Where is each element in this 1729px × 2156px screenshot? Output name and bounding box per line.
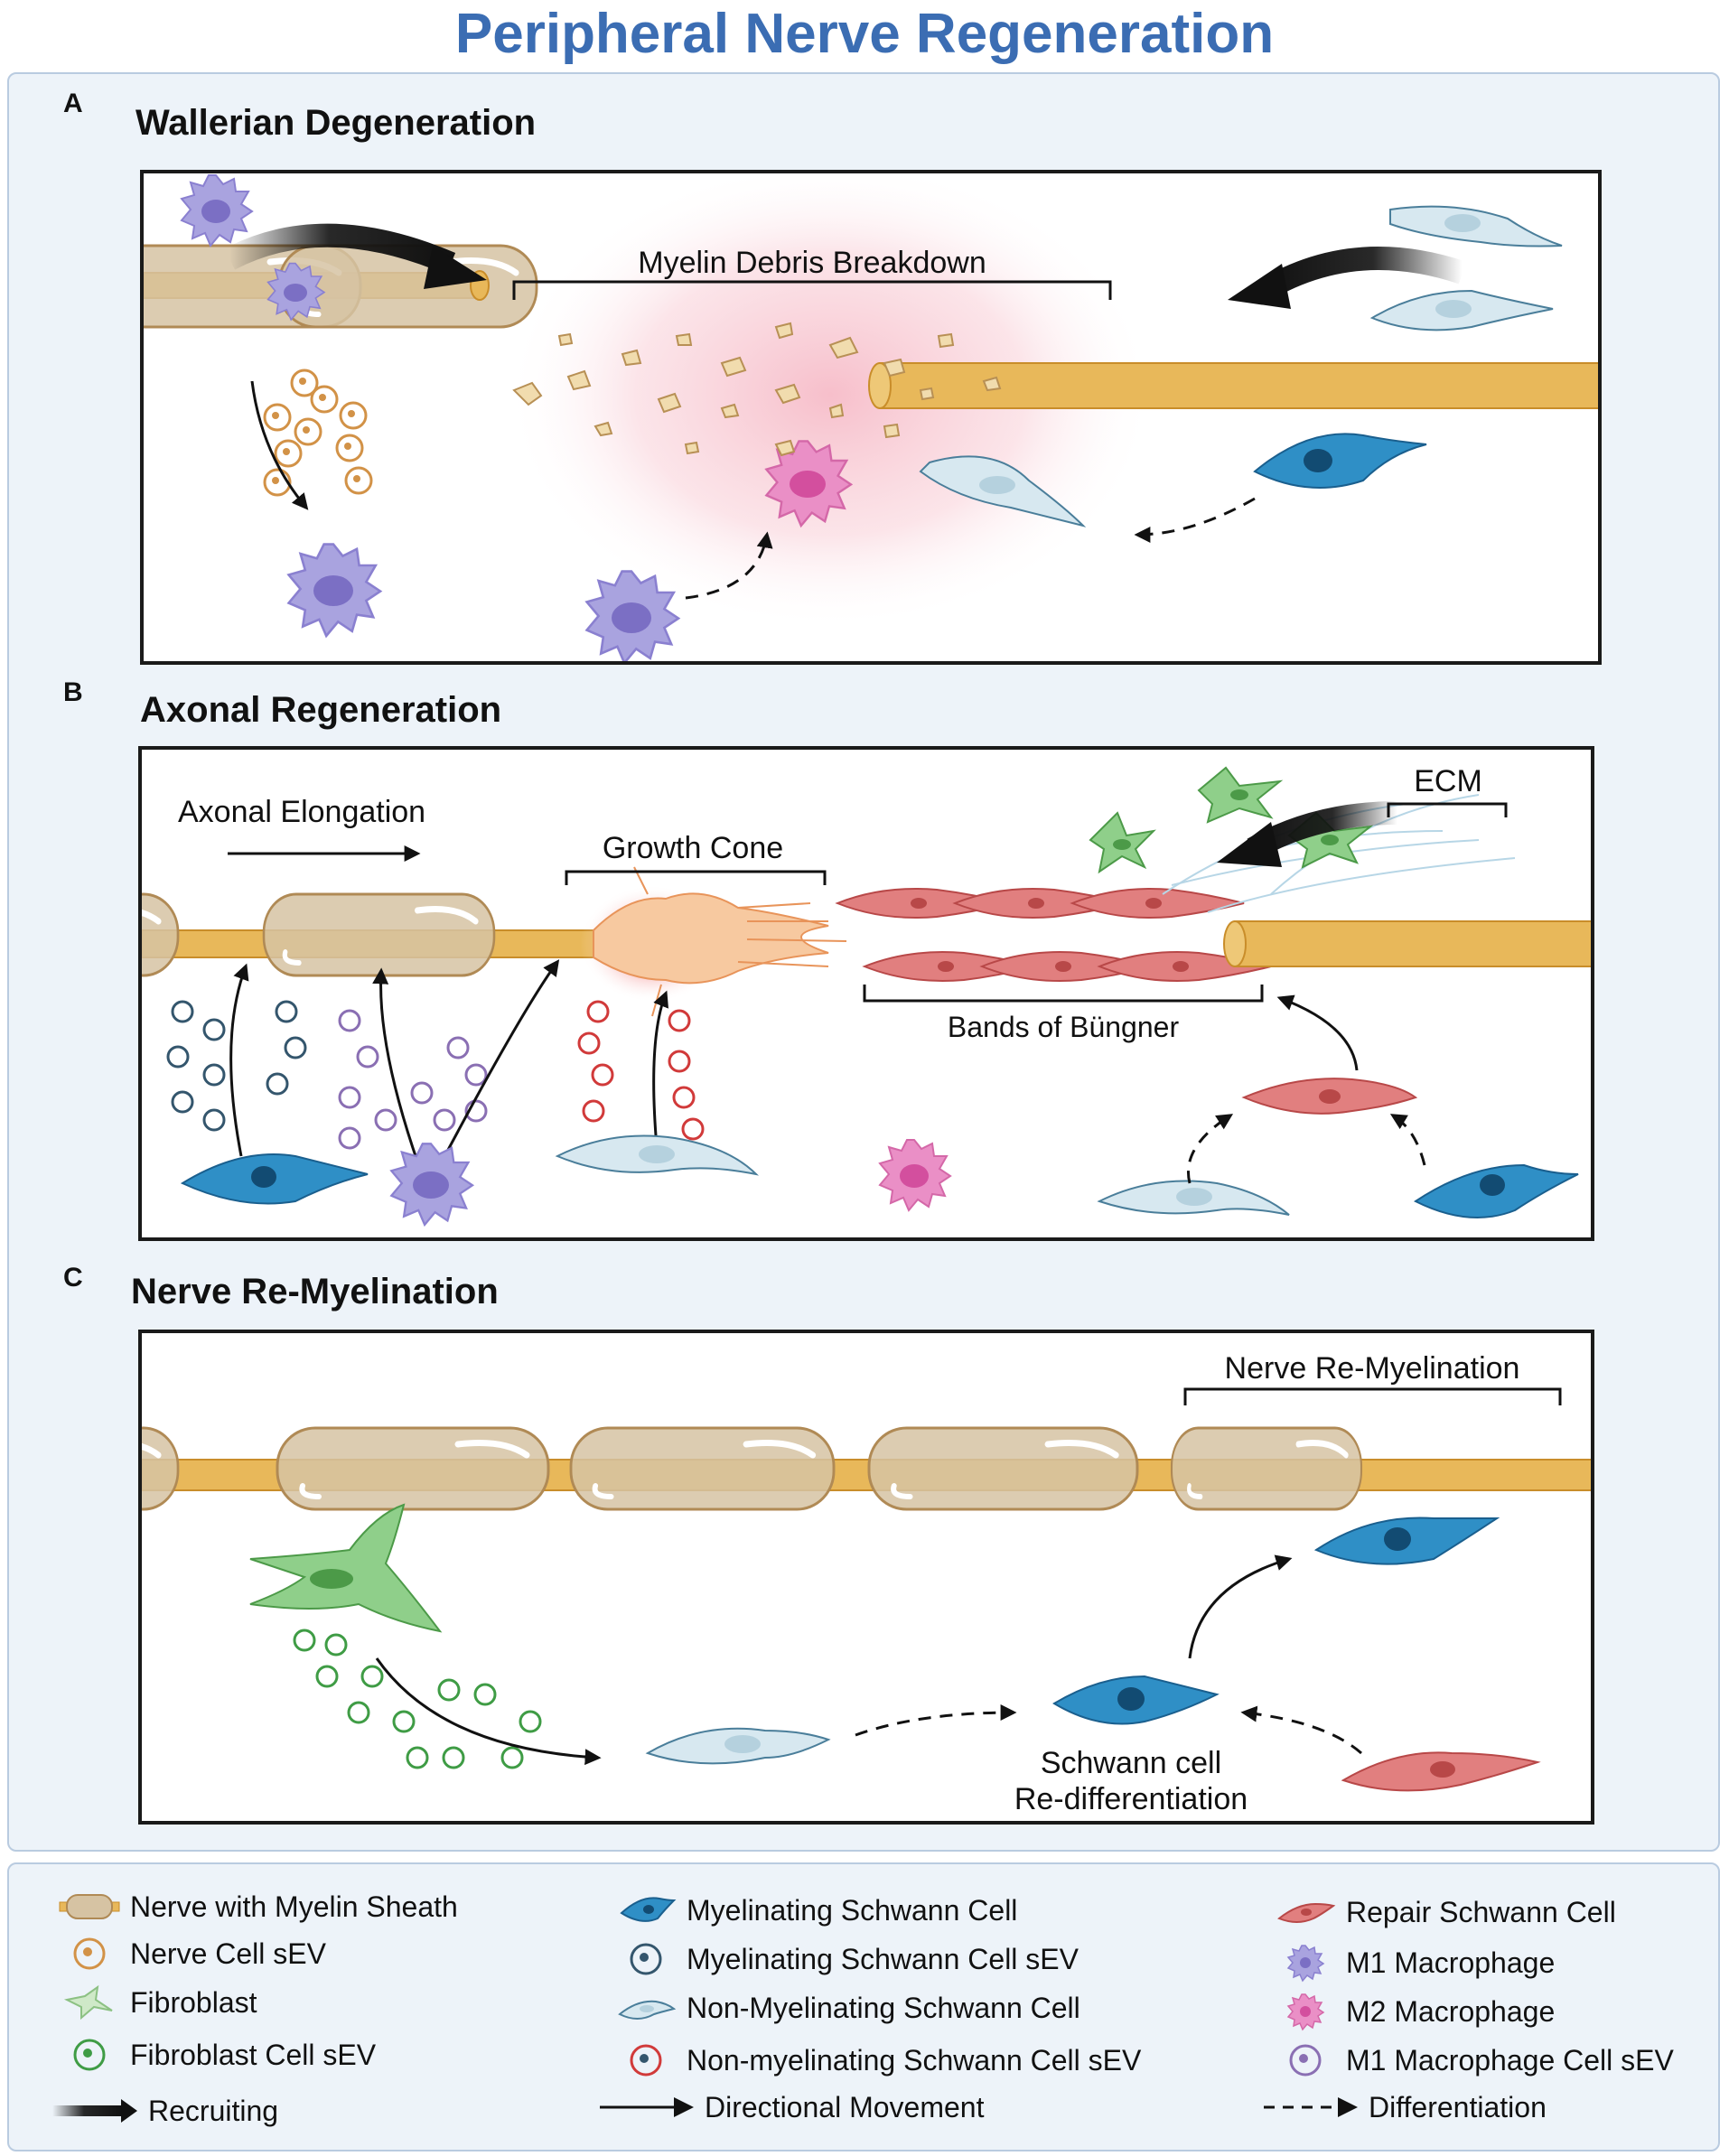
section-b-letter: B <box>63 677 83 707</box>
section-c-letter: C <box>63 1263 83 1293</box>
legend-item-m2-macrophage: M2 Macrophage <box>1274 1991 1555 2032</box>
recruiting-arrow-icon <box>52 2099 137 2123</box>
legend-item-myelinating-schwann: Myelinating Schwann Cell <box>614 1890 1017 1931</box>
figure-title: Peripheral Nerve Regeneration <box>454 3 1275 65</box>
m1-sev-icon <box>1289 2044 1322 2077</box>
axonal-regeneration-diagram: Growth Cone Axonal Elongation Bands of B… <box>142 764 1597 1227</box>
myelin-debris-label: Myelin Debris Breakdown <box>638 246 986 280</box>
legend-item-fibroblast: Fibroblast <box>58 1982 257 2023</box>
legend-item-nerve-myelin: Nerve with Myelin Sheath <box>58 1886 458 1927</box>
panel-c: Nerve Re-Myelination Schwann cell Re-dif… <box>138 1330 1597 1825</box>
legend-item-m1-macrophage: M1 Macrophage <box>1274 1942 1555 1983</box>
nerve-sev-icon <box>73 1937 106 1970</box>
legend-item-m1-sev: M1 Macrophage Cell sEV <box>1274 2039 1674 2081</box>
m2-macrophage-icon <box>1287 1993 1324 2030</box>
non-myelinating-schwann-icon <box>618 2000 677 2020</box>
legend-item-differentiation: Differentiation <box>1260 2086 1547 2128</box>
remyelination-label: Nerve Re-Myelination <box>1225 1351 1520 1386</box>
myelinating-schwann-sev-icon <box>630 1943 662 1975</box>
differentiation-arrow-icon <box>1264 2097 1358 2117</box>
section-b-title: Axonal Regeneration <box>140 690 502 730</box>
repair-schwann-icon <box>1277 1902 1336 1923</box>
section-c-title: Nerve Re-Myelination <box>131 1272 499 1311</box>
directional-arrow-icon <box>600 2097 694 2117</box>
growth-cone-label: Growth Cone <box>603 831 783 865</box>
legend-item-nerve-sev: Nerve Cell sEV <box>58 1933 326 1974</box>
panel-a: Myelin Debris Breakdown <box>140 160 1603 665</box>
axonal-elongation-label: Axonal Elongation <box>178 795 425 829</box>
section-a-letter: A <box>63 89 83 118</box>
m1-macrophage-icon <box>1287 1945 1324 1982</box>
legend-item-repair-schwann: Repair Schwann Cell <box>1274 1891 1616 1933</box>
legend-item-directional: Directional Movement <box>596 2086 984 2128</box>
fibroblast-sev-icon <box>73 2039 106 2071</box>
legend-item-recruiting: Recruiting <box>49 2090 278 2132</box>
redifferentiation-line2: Re-differentiation <box>1014 1782 1248 1816</box>
legend-item-non-myelinating-sev: Non-myelinating Schwann Cell sEV <box>614 2039 1141 2081</box>
fibroblast-icon <box>63 1984 113 2021</box>
ecm-label: ECM <box>1414 764 1482 798</box>
nerve-myelin-icon <box>59 1894 120 1919</box>
nerve-remyelination-diagram: Nerve Re-Myelination Schwann cell Re-dif… <box>142 1351 1597 1816</box>
myelinating-schwann-icon <box>620 1897 677 1922</box>
wallerian-degeneration-diagram: Myelin Debris Breakdown <box>144 160 1603 665</box>
legend-item-non-myelinating-schwann: Non-Myelinating Schwann Cell <box>614 1987 1080 2029</box>
legend-item-myelinating-schwann-sev: Myelinating Schwann Cell sEV <box>614 1938 1079 1980</box>
redifferentiation-line1: Schwann cell <box>1041 1746 1221 1780</box>
legend-item-fibroblast-sev: Fibroblast Cell sEV <box>58 2034 376 2076</box>
bands-of-bungner-label: Bands of Büngner <box>948 1011 1180 1043</box>
non-myelinating-sev-icon <box>630 2044 662 2077</box>
section-a-title: Wallerian Degeneration <box>136 103 537 143</box>
legend <box>7 1862 1720 2151</box>
panel-b: Growth Cone Axonal Elongation Bands of B… <box>138 746 1597 1241</box>
